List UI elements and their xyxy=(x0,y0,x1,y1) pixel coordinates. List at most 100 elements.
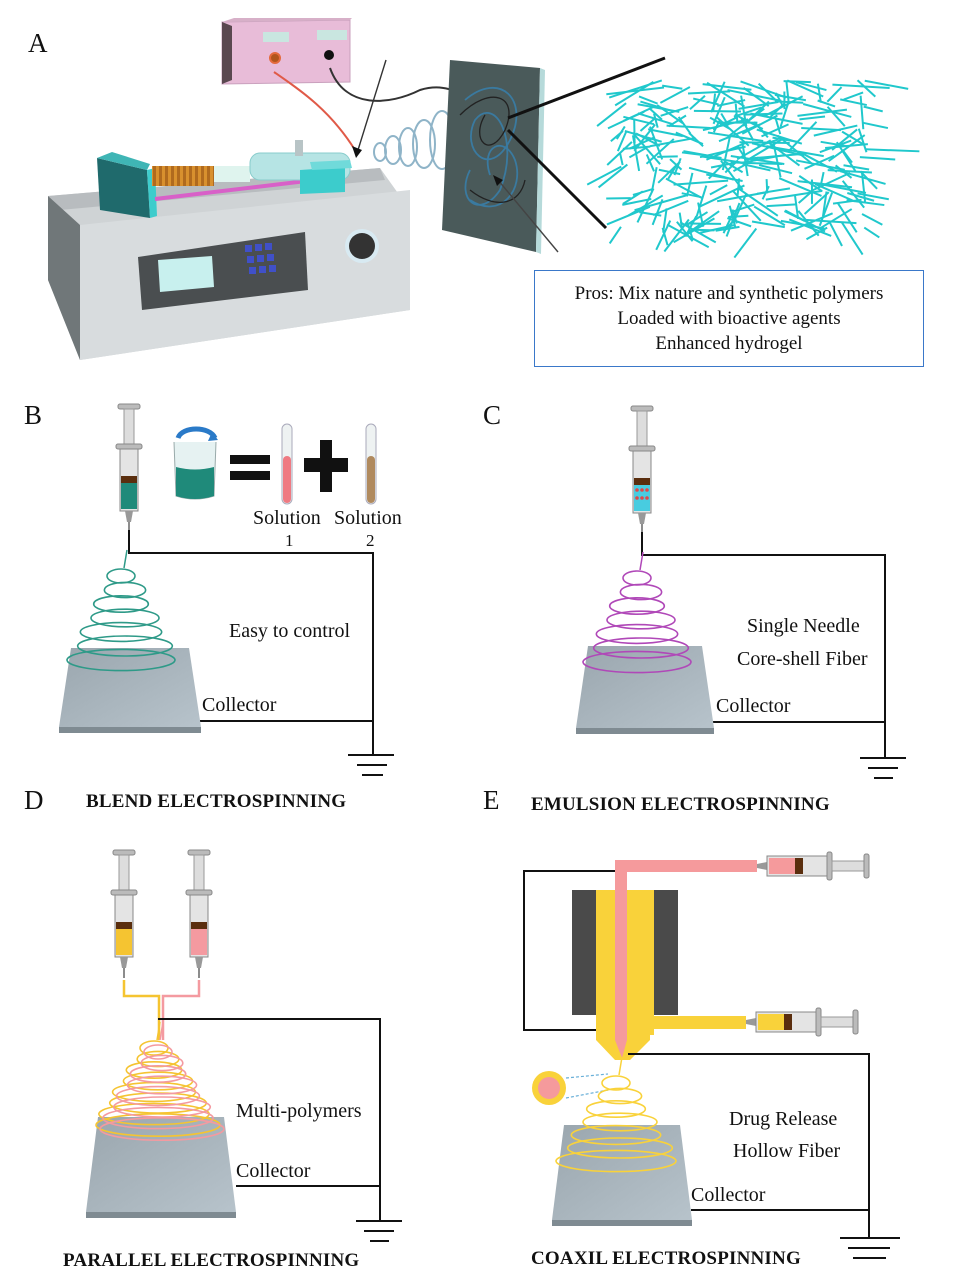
mesh-fiber xyxy=(733,106,762,118)
mesh-fiber xyxy=(675,131,704,145)
mesh-fiber xyxy=(732,193,748,224)
pros-line-1: Pros: Mix nature and synthetic polymers xyxy=(574,283,884,304)
ground-symbol-b xyxy=(348,754,394,776)
positive-wire xyxy=(273,71,356,151)
title-parallel-electrospinning: PARALLEL ELECTROSPINNING xyxy=(63,1250,360,1271)
mesh-fiber xyxy=(742,163,771,172)
mesh-fiber xyxy=(827,169,872,174)
syringe-d-2 xyxy=(185,849,213,978)
mesh-fiber xyxy=(606,205,651,226)
ground-wire xyxy=(329,67,461,102)
mesh-fiber xyxy=(645,154,655,172)
mesh-fiber xyxy=(786,79,824,98)
mesh-fiber xyxy=(732,190,762,222)
mesh-fiber xyxy=(751,220,785,229)
mesh-fiber xyxy=(727,89,782,102)
fiber-mesh xyxy=(586,79,920,259)
mesh-fiber xyxy=(662,84,683,90)
mesh-fiber xyxy=(756,187,791,195)
mesh-fiber xyxy=(811,171,851,192)
fiber-loop xyxy=(103,581,147,599)
mesh-fiber xyxy=(652,199,689,217)
mesh-fiber xyxy=(663,218,690,253)
mesh-fiber xyxy=(709,184,728,196)
mesh-fiber xyxy=(841,149,853,164)
syringe-b xyxy=(115,403,143,532)
test-tube-1 xyxy=(281,423,293,505)
mesh-fiber xyxy=(757,138,779,148)
syringe-e-core xyxy=(757,851,870,881)
fiber-loop xyxy=(99,1117,225,1142)
mesh-fiber xyxy=(673,179,729,186)
mesh-fiber xyxy=(802,103,852,118)
mesh-fiber xyxy=(733,227,758,259)
mesh-fiber xyxy=(828,134,866,162)
collector-plate-d xyxy=(86,1117,236,1218)
mesh-fiber xyxy=(685,172,694,197)
mesh-fiber xyxy=(795,81,827,92)
mesh-fiber xyxy=(785,80,790,102)
mesh-fiber xyxy=(862,121,889,130)
mesh-fiber xyxy=(734,103,739,123)
mesh-fiber xyxy=(659,86,691,104)
mesh-fiber xyxy=(803,191,830,215)
test-tube-2 xyxy=(365,423,377,505)
mesh-fiber xyxy=(741,114,778,135)
plus-icon xyxy=(304,440,348,492)
beaker-icon xyxy=(173,426,218,500)
mesh-fiber xyxy=(715,225,740,232)
mesh-fiber xyxy=(655,220,672,251)
mesh-fiber xyxy=(665,177,704,200)
fiber-loop xyxy=(90,608,160,628)
mesh-fiber xyxy=(795,159,846,171)
mesh-fiber xyxy=(706,173,743,183)
mesh-fiber xyxy=(746,137,784,162)
panel-letter-e: E xyxy=(483,785,500,815)
mesh-fiber xyxy=(739,141,790,144)
mesh-fiber xyxy=(651,199,664,226)
fiber-loop xyxy=(106,568,136,584)
fiber-loop xyxy=(566,1137,674,1159)
mesh-fiber xyxy=(797,108,848,117)
mesh-fiber xyxy=(757,82,778,102)
fiber-spiral-b xyxy=(66,549,176,672)
mesh-fiber xyxy=(689,94,706,110)
mesh-fiber xyxy=(731,203,755,213)
collector-label-d: Collector xyxy=(236,1160,311,1182)
mesh-fiber xyxy=(614,81,654,107)
mesh-fiber xyxy=(647,128,684,138)
mesh-fiber xyxy=(728,107,765,137)
circuit-c xyxy=(641,532,886,758)
mesh-fiber xyxy=(710,81,726,113)
mesh-fiber xyxy=(832,198,862,205)
emulsion-droplet xyxy=(645,488,649,492)
mesh-fiber xyxy=(702,118,749,132)
mesh-fiber xyxy=(804,154,835,170)
mesh-fiber xyxy=(728,214,749,219)
mesh-fiber xyxy=(790,212,833,232)
mesh-fiber xyxy=(829,222,843,247)
solution-2-label: Solution xyxy=(334,507,402,529)
syringe-d-1 xyxy=(110,849,138,978)
mesh-fiber xyxy=(727,217,752,228)
fiber-loop xyxy=(66,648,176,672)
mesh-fiber xyxy=(695,185,708,217)
mesh-fiber xyxy=(660,106,689,117)
pointer-line xyxy=(357,59,387,151)
mesh-fiber xyxy=(628,147,647,159)
mesh-fiber xyxy=(610,130,624,143)
mesh-fiber xyxy=(736,178,741,195)
mesh-fiber xyxy=(606,86,665,96)
mesh-fiber xyxy=(801,126,841,132)
fiber-loop xyxy=(126,1075,198,1095)
zoom-line-bottom xyxy=(506,128,608,230)
mesh-fiber xyxy=(750,112,803,125)
fiber-loop xyxy=(597,1087,643,1105)
mesh-fiber xyxy=(627,194,664,217)
circuit-b xyxy=(128,530,374,755)
mesh-fiber xyxy=(780,219,825,230)
fiber-loop xyxy=(143,1044,173,1060)
mesh-fiber xyxy=(648,107,663,121)
mesh-fiber xyxy=(766,203,797,208)
mesh-fiber xyxy=(813,124,858,137)
